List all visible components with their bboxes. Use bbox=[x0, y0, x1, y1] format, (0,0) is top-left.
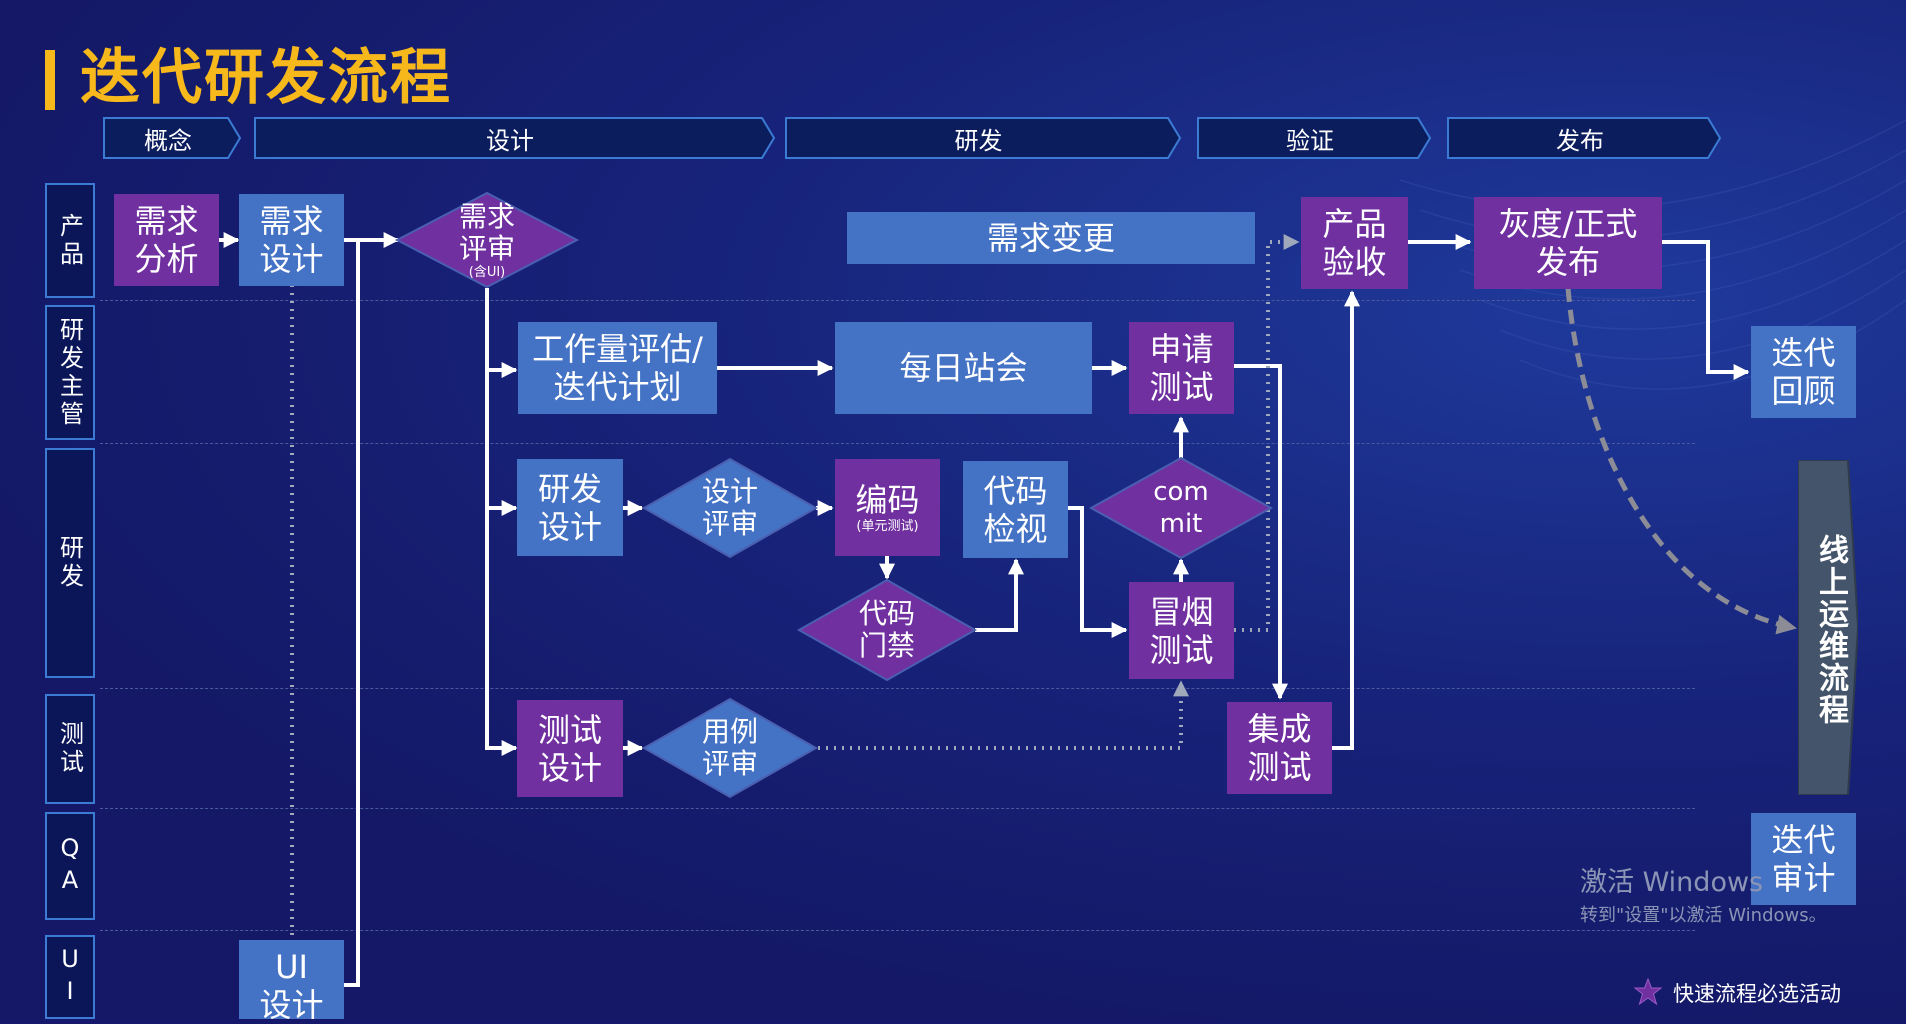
lane-divider bbox=[100, 443, 1695, 444]
phase-chevron-dev bbox=[785, 117, 1182, 159]
diamond-commit bbox=[1088, 456, 1274, 560]
lane-test: 测试 bbox=[45, 694, 95, 804]
box-apply-test-label: 申请 测试 bbox=[1149, 330, 1214, 406]
phase-verify: 验证 bbox=[1286, 126, 1334, 155]
arrow-codereview-to-smoke bbox=[1068, 506, 1128, 638]
box-smoke-test-label: 冒烟 测试 bbox=[1149, 592, 1214, 669]
ops-process-label: 线上运维流程 bbox=[1813, 534, 1848, 726]
box-coding: 编码 (单元测试) bbox=[835, 459, 940, 556]
box-test-design-label: 测试 设计 bbox=[537, 710, 602, 787]
diamond-code-gate-text: 代码 门禁 bbox=[832, 597, 942, 663]
phase-dev: 研发 bbox=[954, 126, 1003, 155]
ops-process-arrow bbox=[1798, 460, 1858, 795]
dotted-smoke-to-acceptance bbox=[1234, 234, 1300, 632]
phase-chevron-verify bbox=[1197, 117, 1432, 159]
box-req-analysis: 需求 分析 bbox=[114, 194, 219, 286]
lane-ui: UI bbox=[45, 935, 95, 1019]
box-req-design: 需求 设计 bbox=[239, 194, 344, 286]
diamond-req-review-sublabel: (含UI) bbox=[468, 264, 506, 280]
box-release-label: 灰度/正式 发布 bbox=[1498, 205, 1638, 281]
lane-divider bbox=[100, 300, 1695, 301]
title-accent-bar bbox=[45, 50, 55, 110]
box-req-change-label: 需求变更 bbox=[986, 219, 1115, 257]
diamond-code-gate-label: 代码 门禁 bbox=[858, 597, 915, 662]
box-retro-label: 迭代 回顾 bbox=[1771, 334, 1836, 410]
diamond-req-review-label: 需求 评审 bbox=[458, 199, 515, 265]
box-req-design-label: 需求 设计 bbox=[259, 202, 324, 278]
legend-label: 快速流程必选活动 bbox=[1673, 982, 1841, 1006]
box-ui-design-label: UI 设计 bbox=[259, 948, 324, 1024]
box-coding-label: 编码 bbox=[855, 481, 920, 519]
arrow-release-to-retro bbox=[1662, 240, 1750, 380]
lane-dev: 研发 bbox=[45, 448, 95, 678]
diamond-commit-label: com mit bbox=[1153, 477, 1209, 539]
arrow-review-to-devdesign bbox=[485, 370, 518, 516]
phase-release: 发布 bbox=[1556, 126, 1604, 155]
box-ui-design: UI 设计 bbox=[239, 940, 344, 1024]
box-code-review-label: 代码 检视 bbox=[983, 471, 1048, 548]
box-smoke-test: 冒烟 测试 bbox=[1129, 582, 1234, 679]
box-workload: 工作量评估/ 迭代计划 bbox=[518, 322, 717, 414]
diamond-case-review bbox=[641, 697, 819, 799]
box-workload-label: 工作量评估/ 迭代计划 bbox=[532, 330, 703, 406]
box-standup-label: 每日站会 bbox=[899, 349, 1028, 387]
windows-activation-watermark: 激活 Windows 转到"设置"以激活 Windows。 bbox=[1580, 860, 1827, 927]
watermark-line1: 激活 Windows bbox=[1580, 867, 1764, 898]
lane-qa: QA bbox=[45, 812, 95, 920]
box-integration-test: 集成 测试 bbox=[1227, 702, 1332, 794]
arrow-review-to-testdesign bbox=[485, 508, 518, 756]
arrow-gate-to-codereview bbox=[975, 558, 1024, 632]
diamond-design-review-label: 设计 评审 bbox=[701, 475, 758, 540]
box-audit-label: 迭代 审计 bbox=[1771, 821, 1836, 897]
box-apply-test: 申请 测试 bbox=[1129, 322, 1234, 414]
box-retro: 迭代 回顾 bbox=[1751, 326, 1856, 418]
box-dev-design: 研发 设计 bbox=[517, 459, 623, 556]
phase-chevron-design bbox=[254, 117, 776, 159]
arrow-integration-to-acceptance bbox=[1332, 290, 1360, 750]
diamond-case-review-label: 用例 评审 bbox=[701, 715, 758, 780]
lane-divider bbox=[100, 930, 1695, 931]
phase-concept: 概念 bbox=[144, 126, 192, 155]
arrow-apply-to-integration bbox=[1234, 364, 1288, 700]
phase-chevron-concept bbox=[103, 117, 242, 159]
diamond-req-review-text: 需求 评审 (含UI) bbox=[430, 196, 544, 284]
dashed-release-to-ops bbox=[1565, 287, 1797, 635]
lane-dev-lead: 研发主管 bbox=[45, 305, 95, 440]
box-release: 灰度/正式 发布 bbox=[1474, 197, 1662, 289]
phase-design: 设计 bbox=[486, 126, 534, 155]
diamond-req-review bbox=[394, 191, 580, 289]
box-audit: 迭代 审计 bbox=[1751, 813, 1856, 905]
arrow-review-to-workload bbox=[485, 288, 518, 378]
box-acceptance-label: 产品 验收 bbox=[1322, 205, 1387, 281]
diamond-design-review-text: 设计 评审 bbox=[675, 475, 785, 541]
phase-chevron-release bbox=[1447, 117, 1722, 159]
box-test-design: 测试 设计 bbox=[517, 700, 623, 797]
box-integration-test-label: 集成 测试 bbox=[1247, 710, 1312, 786]
box-coding-sublabel: (单元测试) bbox=[856, 519, 919, 534]
diamond-case-review-text: 用例 评审 bbox=[675, 715, 785, 781]
box-standup: 每日站会 bbox=[835, 322, 1092, 414]
diamond-design-review bbox=[641, 457, 819, 559]
watermark-line2: 转到"设置"以激活 Windows。 bbox=[1580, 905, 1827, 926]
dotted-casereview-to-smoke bbox=[818, 680, 1189, 750]
box-req-analysis-label: 需求 分析 bbox=[134, 202, 199, 278]
lane-divider bbox=[100, 688, 1695, 689]
star-icon bbox=[1633, 978, 1663, 1006]
diamond-commit-text: com mit bbox=[1126, 475, 1236, 541]
diamond-code-gate bbox=[796, 578, 978, 682]
legend: 快速流程必选活动 bbox=[1633, 978, 1841, 1008]
box-dev-design-label: 研发 设计 bbox=[537, 469, 602, 546]
lane-product: 产品 bbox=[45, 183, 95, 298]
box-code-review: 代码 检视 bbox=[963, 461, 1068, 558]
lane-divider bbox=[100, 808, 1695, 809]
page-title: 迭代研发流程 bbox=[80, 43, 452, 113]
line-ui-to-review bbox=[344, 240, 360, 987]
box-req-change: 需求变更 bbox=[847, 212, 1255, 264]
box-acceptance: 产品 验收 bbox=[1301, 197, 1408, 289]
